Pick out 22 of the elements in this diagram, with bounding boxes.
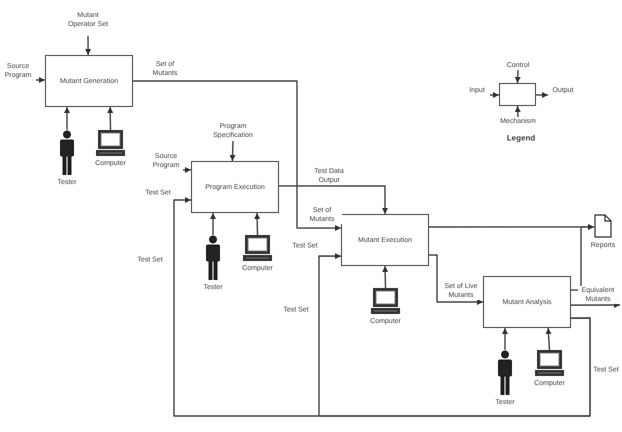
arrow (64, 107, 70, 130)
arrow (230, 140, 236, 162)
arrow (514, 70, 521, 84)
arrow (254, 212, 260, 236)
legend-title: Legend (506, 134, 536, 142)
arrow (318, 253, 591, 417)
arrow (502, 328, 508, 350)
arrow (182, 166, 192, 173)
arrow (133, 80, 341, 232)
arrow (571, 224, 594, 291)
arrow (85, 36, 92, 55)
arrow (536, 92, 548, 98)
arrow (490, 92, 499, 98)
arrow (107, 106, 114, 130)
arrow (514, 106, 521, 118)
arrow (279, 185, 388, 214)
arrow (382, 266, 388, 288)
arrow (210, 213, 216, 235)
arrow (429, 254, 483, 305)
arrow (571, 302, 620, 308)
arrow (546, 328, 552, 350)
arrow (36, 76, 45, 83)
